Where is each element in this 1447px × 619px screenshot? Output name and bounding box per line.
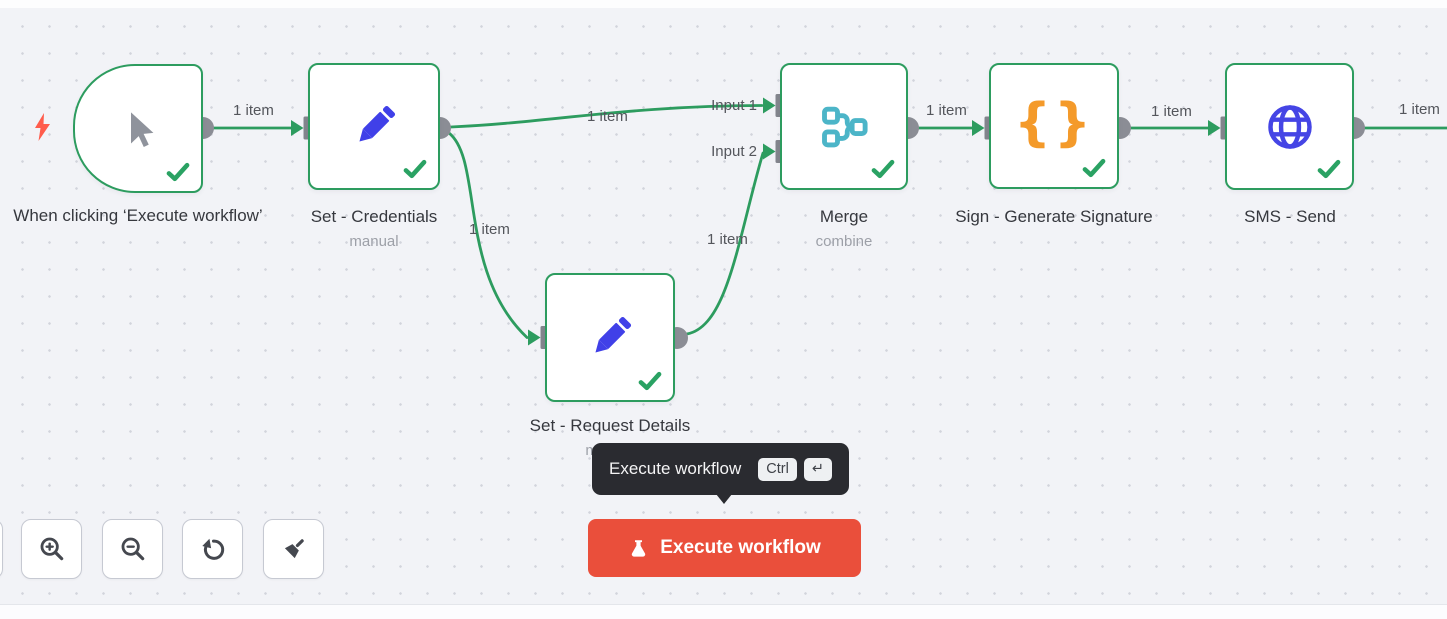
arrowhead-icon: [763, 143, 776, 160]
globe-icon: [1267, 104, 1312, 149]
undo-icon: [201, 538, 224, 560]
success-check-icon: [638, 371, 662, 391]
execute-tooltip: Execute workflow Ctrl ↵: [592, 443, 849, 495]
node-merge[interactable]: [780, 63, 908, 190]
enter-key-badge: ↵: [803, 457, 832, 481]
merge-input1-label: Input 1: [711, 97, 757, 114]
zoom-out-icon: [121, 537, 144, 561]
node-set-request-details[interactable]: [545, 273, 675, 402]
merge-icon: [822, 106, 868, 147]
node-sign-generate-signature[interactable]: {}: [989, 63, 1119, 189]
edge-credentials-to-request-details[interactable]: [447, 131, 529, 339]
pencil-icon: [359, 105, 396, 142]
success-check-icon: [1082, 158, 1106, 178]
merge-input2-label: Input 2: [711, 143, 757, 160]
node-set-credentials[interactable]: [308, 63, 440, 190]
tooltip-arrow: [716, 494, 732, 504]
arrowhead-icon: [291, 120, 304, 136]
edge-item-count: 1 item: [707, 231, 748, 248]
edge-item-count: 1 item: [1151, 103, 1192, 120]
success-check-icon: [403, 159, 427, 179]
zoom-to-fit-button[interactable]: [0, 519, 3, 579]
edge-item-count: 1 item: [587, 108, 628, 125]
edge-request-details-to-merge-input2[interactable]: [685, 151, 765, 336]
edge-item-count: 1 item: [233, 102, 274, 119]
edge-item-count: 1 item: [469, 221, 510, 238]
execute-workflow-label: Execute workflow: [660, 537, 821, 558]
arrowhead-icon: [528, 329, 541, 346]
tidy-up-button[interactable]: [263, 519, 324, 579]
broom-icon: [284, 539, 304, 559]
ctrl-key-badge: Ctrl: [758, 457, 797, 481]
tooltip-text: Execute workflow: [609, 459, 742, 478]
arrowhead-icon: [972, 120, 985, 136]
bottom-strip: [0, 604, 1447, 619]
success-check-icon: [166, 162, 190, 182]
edge-item-count: 1 item: [926, 102, 967, 119]
bolt-icon: [35, 113, 50, 141]
edge-item-count: 1 item: [1399, 101, 1440, 118]
workflow-canvas[interactable]: [0, 0, 1447, 605]
top-strip: [0, 0, 1447, 8]
arrowhead-icon: [1208, 120, 1221, 136]
flask-icon: [632, 539, 646, 557]
zoom-in-icon: [40, 537, 63, 561]
execute-workflow-button[interactable]: Execute workflow: [588, 519, 861, 577]
cursor-icon: [131, 111, 154, 147]
node-sms-send[interactable]: [1225, 63, 1354, 190]
node-when-clicking-execute-workflow[interactable]: [73, 64, 203, 193]
edge-credentials-to-merge-input1[interactable]: [449, 104, 764, 129]
success-check-icon: [871, 159, 895, 179]
reset-zoom-button[interactable]: [182, 519, 243, 579]
braces-icon: {}: [1013, 93, 1095, 153]
pencil-icon: [595, 316, 632, 353]
zoom-in-button[interactable]: [21, 519, 82, 579]
arrowhead-icon: [763, 97, 776, 114]
zoom-out-button[interactable]: [102, 519, 163, 579]
success-check-icon: [1317, 159, 1341, 179]
